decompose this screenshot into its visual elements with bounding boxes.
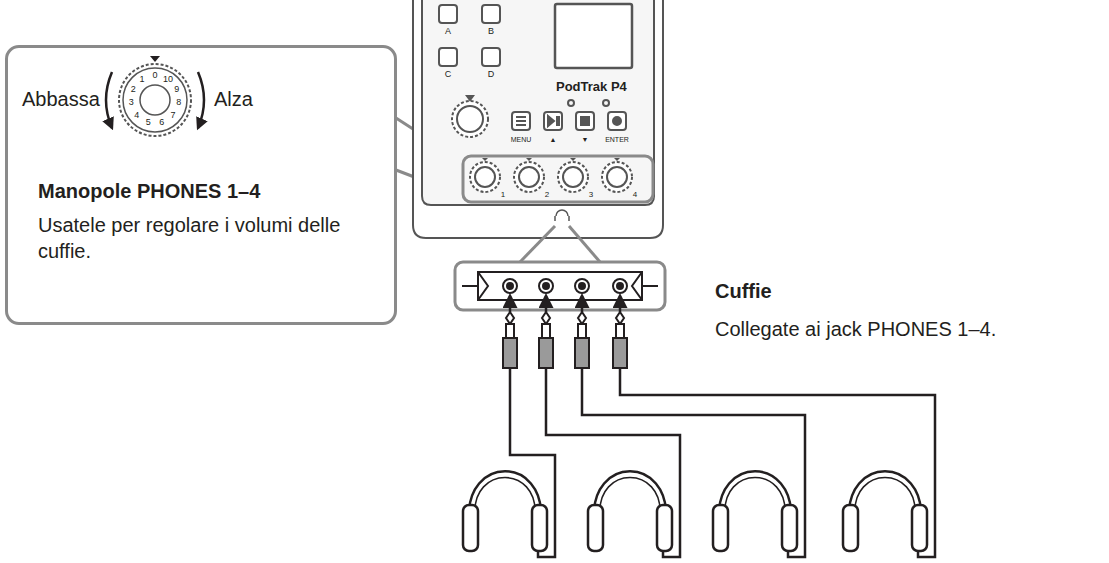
dial-number: 7 bbox=[171, 111, 176, 121]
button-label: ENTER bbox=[605, 136, 629, 144]
direction-label: Abbassa bbox=[22, 88, 100, 110]
dial-number: 8 bbox=[176, 98, 181, 108]
button-label: ▼ bbox=[582, 136, 589, 144]
dial-number: 3 bbox=[129, 98, 134, 108]
phones-knobs bbox=[463, 156, 653, 202]
button-label: MENU bbox=[511, 136, 532, 144]
dial-number: 5 bbox=[146, 118, 151, 128]
callout-heading: Manopole PHONES 1–4 bbox=[38, 178, 368, 204]
knob-number: 4 bbox=[633, 191, 637, 200]
part-heading: Cuffie bbox=[715, 280, 772, 302]
button-label: A bbox=[445, 27, 451, 37]
recorder-body bbox=[413, 0, 663, 238]
dial-number: 4 bbox=[134, 111, 139, 121]
button-label: B bbox=[488, 27, 494, 37]
dial-number: 9 bbox=[174, 85, 179, 95]
dial-number: 0 bbox=[152, 71, 157, 81]
headphone-cables bbox=[510, 368, 935, 557]
knob-number: 2 bbox=[545, 191, 549, 200]
jack-zoom bbox=[455, 226, 665, 310]
knob-number: 1 bbox=[501, 191, 505, 200]
callout-box: Manopole PHONES 1–4Usatele per regolare … bbox=[5, 45, 397, 325]
dial-number: 10 bbox=[163, 75, 173, 85]
direction-label: Alza bbox=[214, 88, 253, 110]
device-name: PodTrak P4 bbox=[556, 80, 627, 94]
part-description: Collegate ai jack PHONES 1–4. bbox=[715, 318, 996, 340]
dial-number: 2 bbox=[131, 85, 136, 95]
dial-number: 6 bbox=[159, 118, 164, 128]
knob-number: 3 bbox=[589, 191, 593, 200]
button-label: ▲ bbox=[550, 136, 557, 144]
button-label: D bbox=[488, 70, 495, 80]
headphone-plugs bbox=[503, 296, 627, 368]
callout-body: Usatele per regolare i volumi delle cuff… bbox=[38, 212, 368, 264]
volume-dial bbox=[106, 56, 204, 136]
jack-panel bbox=[462, 272, 658, 300]
headphones bbox=[463, 471, 927, 551]
dial-number: 1 bbox=[140, 75, 145, 85]
button-label: C bbox=[445, 70, 452, 80]
